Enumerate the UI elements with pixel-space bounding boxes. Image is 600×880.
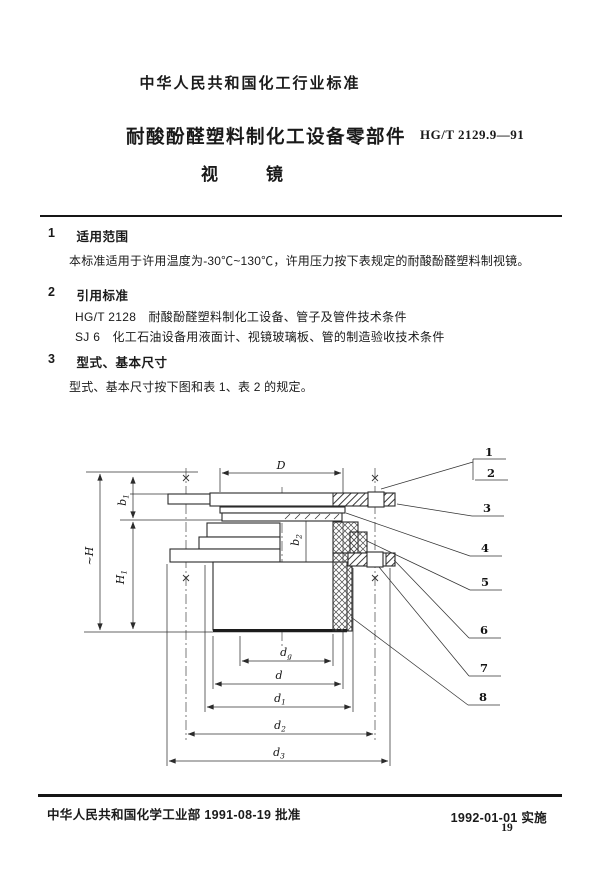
callout-1: 1 — [485, 445, 493, 459]
dimension-labels: D ~H b1 H1 b2 dg d d1 d2 d3 — [83, 459, 304, 761]
section-2-heading: 2 引用标准 — [48, 285, 128, 304]
callout-6: 6 — [480, 623, 488, 637]
callout-4: 4 — [481, 541, 489, 555]
section-3-title: 型式、基本尺寸 — [76, 356, 168, 370]
standard-org-title: 中华人民共和国化工行业标准 — [139, 75, 361, 92]
section-1-body: 本标准适用于许用温度为-30℃~130℃，许用压力按下表规定的耐酸酚醛塑料制视镜… — [69, 254, 530, 268]
body-step-2 — [198, 536, 281, 550]
standard-number: HG/T 2129.9—91 — [420, 127, 525, 142]
part-callouts: 1 2 3 4 5 6 7 8 — [345, 445, 508, 706]
body-step-1 — [206, 522, 281, 538]
bore-opening — [212, 561, 348, 631]
bolt-center-marks — [182, 474, 379, 582]
dim-d-label: d — [275, 669, 282, 682]
footer-divider — [38, 794, 562, 797]
dimension-lines — [97, 470, 389, 764]
glass-plate — [221, 512, 343, 522]
dim-D-label: D — [276, 459, 286, 472]
dim-d3-label: d3 — [273, 746, 285, 761]
callout-8: 8 — [479, 690, 487, 704]
document-title: 耐酸酚醛塑料制化工设备零部件 — [126, 126, 407, 147]
reference-standard-2: SJ 6 化工石油设备用液面计、视镜玻璃板、管的制造验收技术条件 — [75, 330, 445, 344]
dim-d1-label: d1 — [274, 692, 286, 707]
section-1-heading: 1 适用范围 — [48, 226, 128, 245]
approval-line: 中华人民共和国化学工业部 1991-08-19 批准 — [47, 808, 301, 822]
dim-d2-label: d2 — [274, 719, 286, 734]
top-bolt — [367, 491, 385, 508]
section-3-heading: 3 型式、基本尺寸 — [48, 352, 167, 371]
section-1-title: 适用范围 — [76, 230, 129, 244]
lower-bolt — [366, 551, 384, 568]
section-3-body: 型式、基本尺寸按下图和表 1、表 2 的规定。 — [69, 380, 313, 394]
body-wall-step — [349, 531, 368, 554]
implementation-line: 1992-01-01 实施 — [450, 811, 547, 825]
section-2-title: 引用标准 — [76, 289, 129, 303]
page-number: 19 — [501, 822, 513, 834]
callout-7: 7 — [480, 661, 488, 675]
dim-b1-label: b1 — [116, 494, 131, 506]
dim-b2-label: b2 — [289, 534, 304, 546]
section-3-number: 3 — [48, 352, 56, 366]
callout-5: 5 — [481, 575, 489, 589]
dim-H-label: ~H — [83, 546, 96, 565]
header-divider — [40, 215, 562, 217]
section-1-number: 1 — [48, 226, 56, 240]
callout-2: 2 — [487, 466, 495, 480]
gasket — [219, 506, 346, 514]
body-flange — [169, 548, 281, 563]
subtitle-char-1: 视 — [201, 165, 218, 184]
subtitle-char-2: 镜 — [266, 165, 283, 184]
glass-hatch-marks — [284, 513, 340, 520]
sight-glass-cross-section — [167, 491, 396, 633]
section-2-number: 2 — [48, 285, 56, 299]
callout-3: 3 — [483, 501, 491, 515]
dim-H1-label: H1 — [114, 570, 129, 585]
reference-standard-1: HG/T 2128 耐酸酚醛塑料制化工设备、管子及管件技术条件 — [75, 310, 407, 324]
dim-dg-label: dg — [280, 646, 292, 661]
body-wall-section-lower — [332, 552, 353, 632]
top-flange-left-edge — [167, 493, 211, 505]
document-subtitle: 视 镜 — [201, 160, 283, 185]
